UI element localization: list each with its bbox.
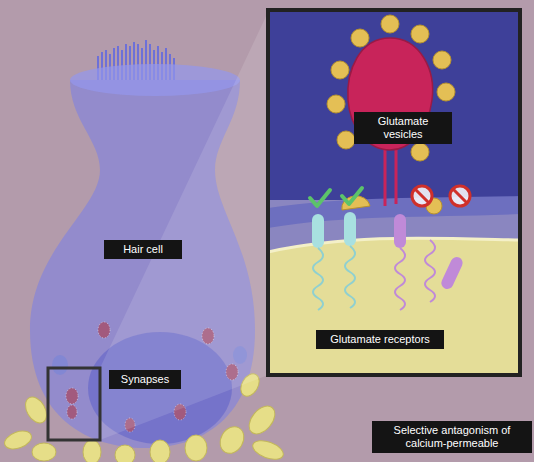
inset-frame bbox=[268, 10, 520, 375]
inset-panel bbox=[268, 10, 520, 375]
label-text: Hair cell bbox=[123, 243, 163, 256]
receptors bbox=[312, 212, 465, 310]
label-text: Selective antagonism of calcium-permeabl… bbox=[376, 424, 528, 450]
zoom-wedge bbox=[100, 12, 268, 440]
zoom-frame bbox=[48, 368, 100, 440]
label-text: Synapses bbox=[121, 373, 169, 386]
label-box: Selective antagonism of calcium-permeabl… bbox=[372, 421, 532, 453]
label-box: Glutamate vesicles bbox=[354, 112, 452, 144]
label-box: Synapses bbox=[109, 370, 181, 389]
label-box: Hair cell bbox=[104, 240, 182, 259]
label-text: Glutamate vesicles bbox=[358, 115, 448, 141]
label-box: Glutamate receptors bbox=[316, 330, 444, 349]
cuticular-plate bbox=[70, 64, 240, 96]
label-text: Glutamate receptors bbox=[330, 333, 430, 346]
